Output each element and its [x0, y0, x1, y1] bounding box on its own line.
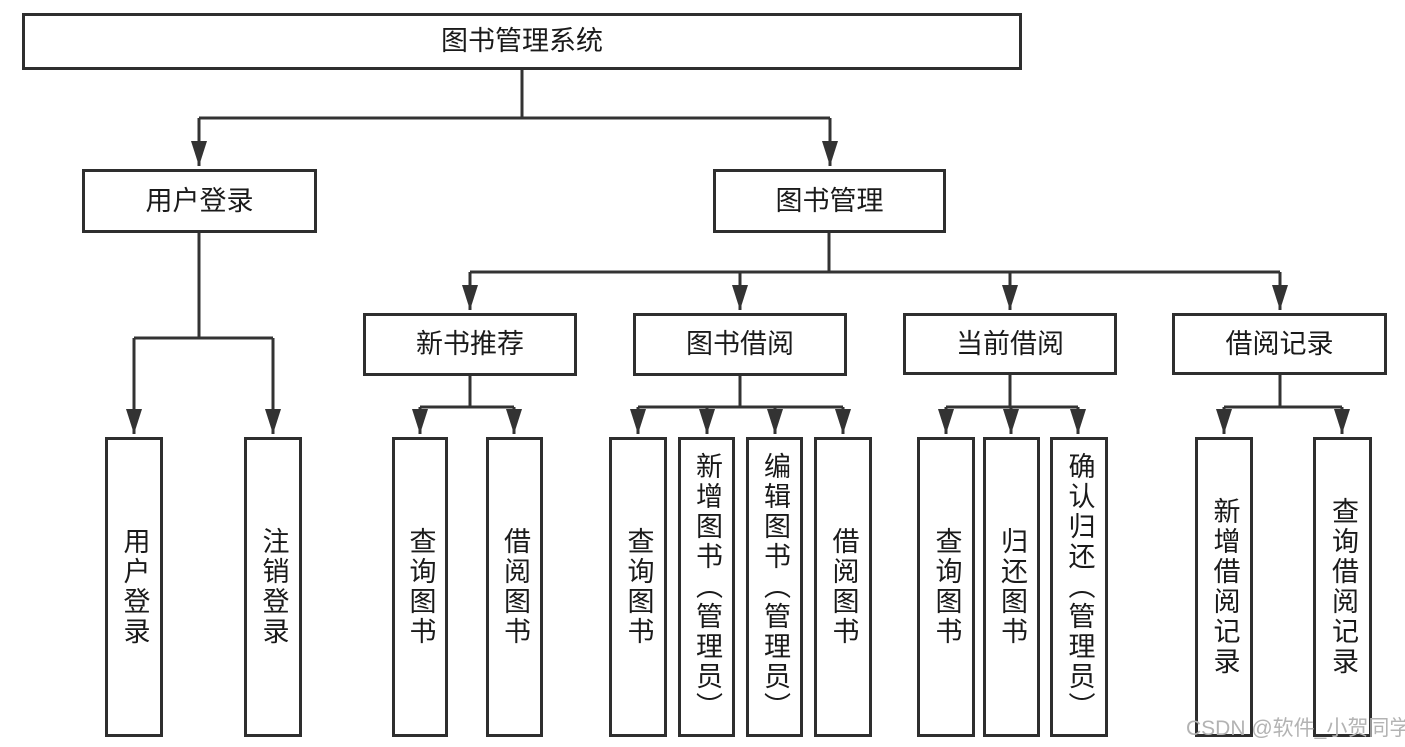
node-label: 查询图书	[623, 527, 654, 647]
node-book-management: 图书管理	[713, 169, 946, 233]
node-edit-books-admin: 编辑图书（管理员）	[746, 437, 803, 737]
node-library-management-system: 图书管理系统	[22, 13, 1022, 70]
csdn-watermark: CSDN @软件_小贺同学	[1186, 717, 1405, 740]
node-label: 归还图书	[997, 527, 1027, 647]
node-label: 借阅图书	[828, 527, 859, 647]
node-label: 编辑图书（管理员）	[760, 452, 790, 722]
node-new-book-recommend: 新书推荐	[363, 313, 577, 376]
node-book-borrowing: 图书借阅	[633, 313, 847, 376]
node-label: 查询图书	[931, 527, 962, 647]
node-label: 查询借阅记录	[1328, 497, 1358, 677]
node-label: 新增图书（管理员）	[692, 452, 722, 722]
node-label: 注销登录	[258, 527, 289, 647]
node-current-borrowing: 当前借阅	[903, 313, 1117, 375]
node-label: 查询图书	[405, 527, 436, 647]
node-logout: 注销登录	[244, 437, 302, 737]
node-add-borrow-record: 新增借阅记录	[1195, 437, 1253, 737]
node-label: 图书借阅	[686, 329, 794, 359]
node-borrow-books-recommend: 借阅图书	[486, 437, 543, 737]
node-label: 用户登录	[145, 185, 254, 216]
node-add-books-admin: 新增图书（管理员）	[678, 437, 735, 737]
node-label: 确认归还（管理员）	[1064, 452, 1095, 722]
node-query-books-borrowing: 查询图书	[609, 437, 667, 737]
node-label: 新增借阅记录	[1209, 497, 1240, 677]
node-query-borrow-record: 查询借阅记录	[1313, 437, 1372, 737]
tree-branch-lines	[134, 70, 1342, 409]
node-label: 新书推荐	[416, 329, 524, 359]
node-label: 用户登录	[119, 527, 150, 647]
node-label: 当前借阅	[956, 328, 1064, 359]
node-label: 借阅图书	[500, 527, 530, 647]
node-borrow-books-borrowing: 借阅图书	[814, 437, 872, 737]
node-return-books: 归还图书	[983, 437, 1040, 737]
node-user-login-leaf: 用户登录	[105, 437, 163, 737]
node-label: 借阅记录	[1225, 328, 1334, 359]
node-query-books-recommend: 查询图书	[392, 437, 448, 737]
node-label: 图书管理	[775, 185, 884, 216]
node-confirm-return-admin: 确认归还（管理员）	[1050, 437, 1108, 737]
node-borrowing-records: 借阅记录	[1172, 313, 1387, 375]
node-label: 图书管理系统	[441, 26, 603, 56]
node-query-books-current: 查询图书	[917, 437, 975, 737]
node-user-login: 用户登录	[82, 169, 317, 233]
